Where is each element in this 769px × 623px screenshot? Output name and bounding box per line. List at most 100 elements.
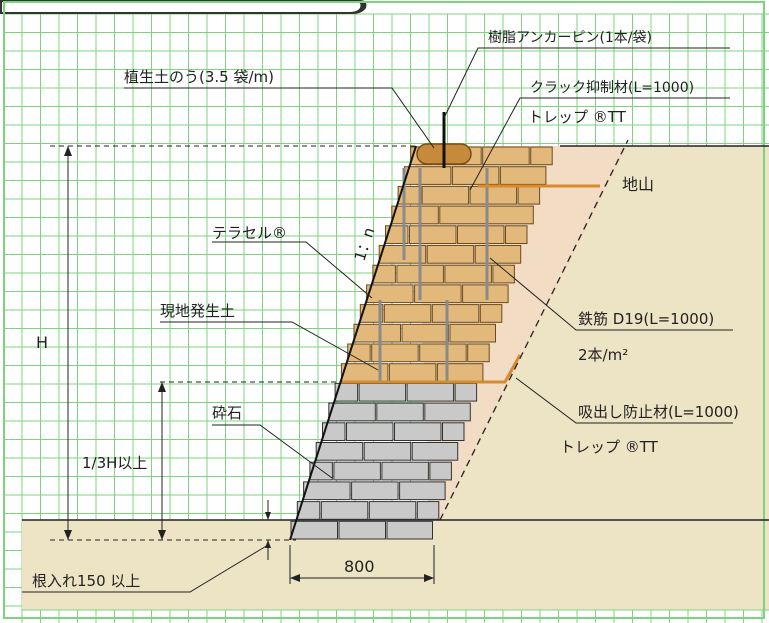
stone-block — [424, 402, 471, 422]
stone-block — [296, 501, 321, 520]
label-trep-top: トレップ ®TT — [528, 108, 627, 126]
label-suction-material: 吸出し防止材(L=1000) — [578, 403, 739, 421]
label-trep-bottom: トレップ ®TT — [560, 438, 659, 456]
stone-block — [376, 402, 424, 422]
width-arrow-left — [290, 574, 300, 582]
label-embed-depth: 根入れ150 以上 — [32, 572, 140, 590]
terracell-block — [383, 304, 432, 323]
terracell-block — [499, 166, 547, 185]
leader-crack-material — [469, 97, 730, 191]
leader-embed — [22, 544, 269, 593]
stone-block — [394, 422, 442, 441]
label-local-soil: 現地発生土 — [160, 302, 235, 320]
terracell-block — [359, 304, 384, 323]
stone-block — [454, 382, 478, 402]
stone-block — [333, 461, 381, 481]
stone-block — [351, 481, 399, 501]
stone-block — [346, 422, 394, 441]
stone-block — [320, 501, 369, 520]
one-third-arrow-top — [158, 382, 166, 392]
stone-block — [406, 382, 455, 402]
h-arrow-top — [64, 146, 72, 156]
one-third-arrow-bottom — [158, 530, 166, 540]
stone-block — [303, 481, 351, 501]
terracell-block — [414, 284, 462, 304]
label-crack-material: クラック抑制材(L=1000) — [530, 80, 694, 96]
label-width-800: 800 — [344, 557, 375, 576]
frame-border — [3, 1, 765, 619]
terracell-block — [385, 225, 409, 245]
label-height: H — [36, 333, 48, 352]
label-crushed-stone: 砕石 — [212, 404, 242, 422]
label-anchor-pin: 樹脂アンカーピン(1本/袋) — [488, 30, 652, 46]
terracell-block — [366, 284, 414, 304]
terracell-block — [378, 245, 427, 264]
terracell-block — [431, 304, 480, 323]
terracell-blocks — [340, 146, 553, 382]
terracell-block — [391, 205, 439, 225]
terracell-block — [388, 363, 437, 382]
leader-lines — [22, 47, 733, 593]
leader-rebar — [489, 257, 733, 331]
terracell-block — [436, 363, 484, 382]
stone-block — [328, 402, 376, 422]
terracell-block — [505, 225, 528, 245]
stone-block — [386, 520, 433, 540]
leader-crushed-stone — [212, 424, 333, 479]
leader-local-soil — [160, 321, 379, 371]
leader-terracell — [212, 241, 373, 299]
terracell-block — [469, 185, 518, 205]
terracell-block — [439, 205, 487, 225]
label-ground: 地山 — [622, 175, 654, 194]
stone-block — [429, 461, 452, 481]
h-arrow-bottom — [64, 530, 72, 540]
terracell-block — [457, 225, 505, 245]
terracell-block — [353, 323, 401, 343]
terracell-block — [403, 166, 452, 185]
terracell-block — [421, 185, 470, 205]
terracell-block — [409, 225, 457, 245]
terracell-block — [419, 343, 467, 363]
label-veg-bag: 植生土のう(3.5 袋/m) — [124, 68, 274, 86]
terracell-block — [426, 245, 475, 264]
terracell-block — [517, 185, 541, 205]
stone-block — [309, 461, 333, 481]
stone-block — [416, 501, 440, 520]
terracell-block — [401, 323, 449, 343]
crushed-stone-blocks — [290, 382, 478, 540]
suction-prevention-sheet — [340, 354, 522, 384]
terracell-block — [474, 245, 522, 264]
stone-block — [315, 442, 364, 461]
terracell-block — [482, 146, 530, 166]
terracell-block — [479, 304, 503, 323]
stone-block — [358, 382, 407, 402]
label-one-third-h: 1/3H以上 — [82, 454, 147, 472]
stone-block — [381, 461, 429, 481]
label-terracell: テラセル® — [212, 224, 287, 242]
terracell-block — [371, 343, 419, 363]
terracell-block — [487, 205, 534, 225]
slip-boundary-line — [439, 139, 629, 521]
natural-ground — [440, 146, 769, 520]
stone-block — [442, 422, 465, 441]
stone-block — [338, 520, 386, 540]
foundation-ground — [22, 520, 769, 610]
label-rebar-density: 2本/m² — [578, 346, 628, 364]
header-tab-inner — [2, 2, 361, 12]
stone-block — [322, 422, 346, 441]
terracell-block — [530, 146, 553, 166]
stone-block — [411, 442, 459, 461]
leader-suction — [515, 377, 733, 424]
terracell-block — [372, 264, 396, 284]
leader-anchor-pin — [443, 47, 730, 119]
width-arrow-right — [424, 574, 434, 582]
terracell-block — [462, 284, 509, 304]
stone-block — [290, 520, 338, 540]
stone-block — [368, 501, 417, 520]
leader-veg-bag — [124, 87, 435, 149]
terracell-block — [444, 264, 492, 284]
terracell-block — [449, 323, 496, 343]
terracell-block — [467, 343, 490, 363]
